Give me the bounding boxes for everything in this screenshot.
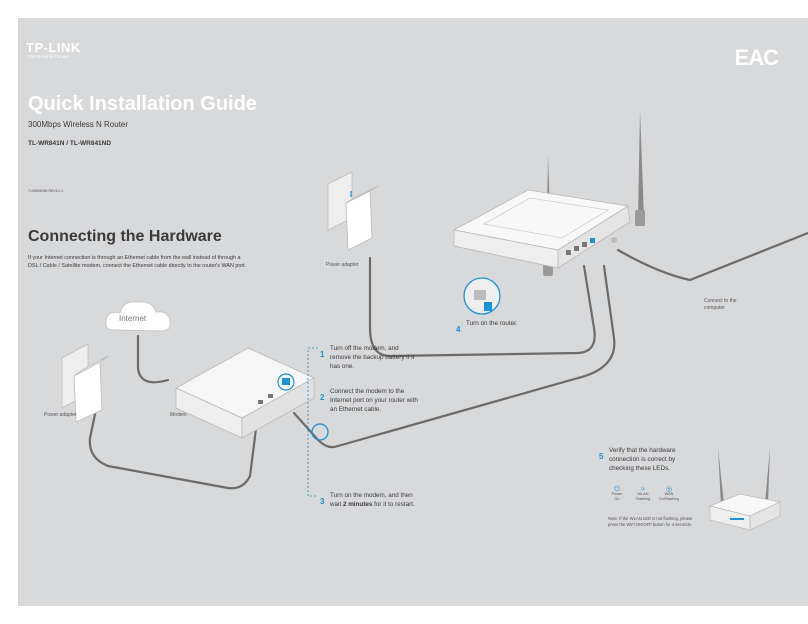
led-list: ⏻ Power On ≈ WLAN Flashing ◎ WAN On/Flas… [606,486,680,502]
power-icon: ⏻ [614,486,620,493]
step-3-text-end: for it to restart. [372,501,415,508]
step-3: 3 [320,491,324,509]
steps-bracket [307,347,318,497]
cable-power-left [88,398,260,490]
step-1-text: Turn off the modem, and remove the backu… [330,345,415,370]
step-3-text-bold: 2 minutes [342,501,373,508]
step-1: 1 [320,344,324,362]
led-state: On/Flashing [658,497,680,501]
modem-label: Modem [170,412,187,418]
section-title: Connecting the Hardware [28,228,222,245]
cable-internet [136,334,170,384]
step-3-text-start: Turn on the modem, and then wait [330,492,413,508]
section-intro: If your Internet connection is through a… [28,255,247,270]
step-5-text: Verify that the hardware connection is c… [609,447,676,472]
internet-cloud-icon [105,301,171,332]
led-name: WAN [664,492,674,496]
power-adapter-top-icon [327,171,379,251]
wlan-note: Note: If the WLAN LED is not flashing, p… [608,516,693,527]
connect-computer-label: Connect to the computer [704,298,737,311]
cable-modem-router [292,264,616,449]
step-number: 4 [456,325,461,334]
guide-page: TP-LINK The Reliable Choice EAC Quick In… [18,18,808,606]
port-highlight-circle [311,423,329,441]
led-power: ⏻ Power On [606,486,628,502]
step-number: 3 [320,497,325,506]
step-number: 2 [320,393,325,402]
hardware-illustration [61,110,808,531]
internet-label: Internet [119,314,147,323]
power-adapter-left-label: Power adapter [44,412,77,418]
led-name: WLAN [637,492,649,496]
step-number: 1 [320,350,325,359]
document-id: 7106505289 REV6.0.1 [28,189,64,193]
cable-power-top [368,256,596,358]
wan-icon: ◎ [665,486,673,493]
led-wlan: ≈ WLAN Flashing [632,486,654,502]
product-subtitle: 300Mbps Wireless N Router [28,120,129,129]
step-4-text: Turn on the router. [466,320,518,327]
step-2-text: Connect the modem to the Internet port o… [330,388,418,413]
step-3-text: Turn on the modem, and then wait 2 minut… [330,491,422,509]
certification-mark: EAC [734,45,779,70]
power-adapter-left-icon [61,343,109,423]
page-title: Quick Installation Guide [28,93,257,115]
model-numbers: TL-WR841N / TL-WR841ND [28,140,112,147]
cable-computer [616,231,808,282]
led-state: Flashing [635,497,651,501]
led-name: Power [611,492,623,496]
power-adapter-top-label: Power adapter [326,262,359,268]
led-state: On [614,497,620,501]
step-number: 5 [599,452,604,461]
brand-logo: TP-LINK [26,40,81,55]
wlan-icon: ≈ [641,486,645,493]
step-5: 5 [599,446,603,464]
router-small-icon [708,448,782,531]
router-icon [452,110,645,315]
step-2: 2 [320,387,324,405]
modem-icon [175,347,315,439]
brand-tagline: The Reliable Choice [28,54,69,59]
step-4: 4 [456,319,460,337]
led-wan: ◎ WAN On/Flashing [658,486,680,502]
